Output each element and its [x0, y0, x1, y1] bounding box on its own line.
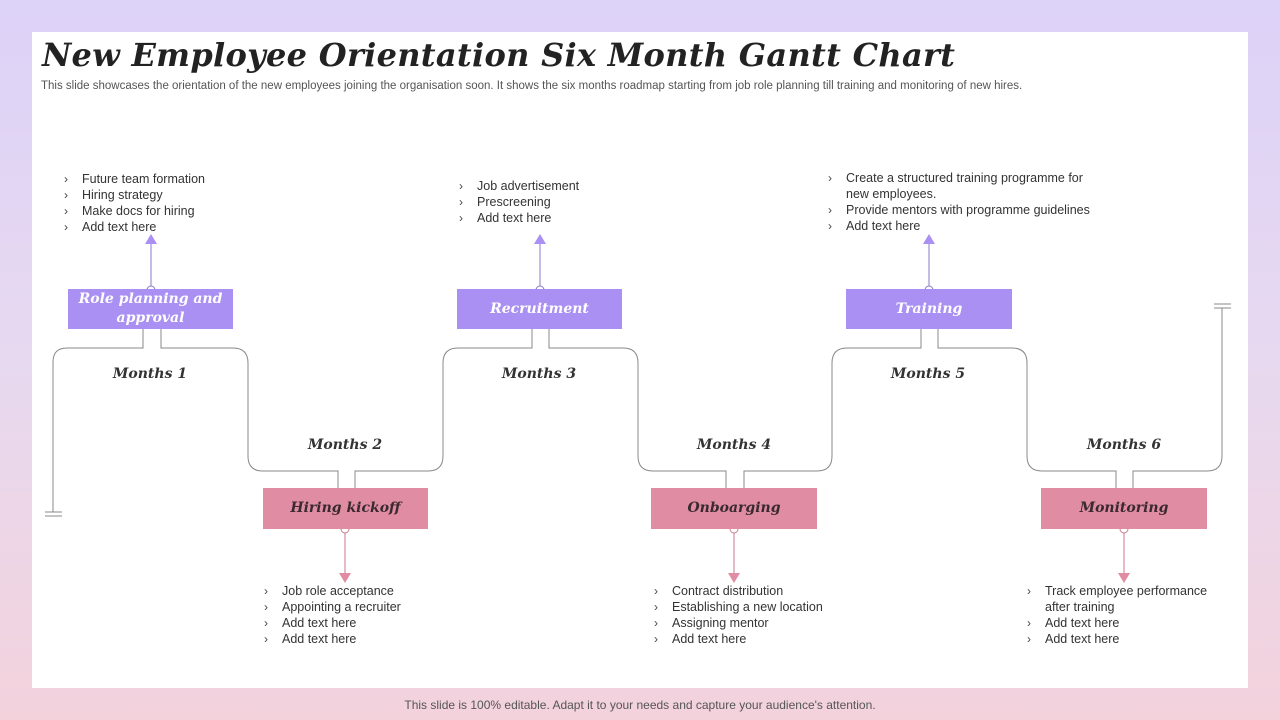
milestone-5-bullets: Create a structured training programme f…	[826, 170, 1116, 234]
milestone-2-arrow	[339, 573, 351, 583]
list-item: Job role acceptance	[262, 583, 472, 599]
list-item: Assigning mentor	[652, 615, 872, 631]
milestone-2-bullets: Job role acceptance Appointing a recruit…	[262, 583, 472, 647]
list-item: Contract distribution	[652, 583, 872, 599]
milestone-2-box: Hiring kickoff	[263, 488, 428, 529]
list-item: Future team formation	[62, 171, 262, 187]
list-item: Add text here	[457, 210, 657, 226]
milestone-3-box: Recruitment	[457, 289, 622, 329]
milestone-5-month: Months 5	[890, 366, 966, 382]
list-item: Create a structured training programme f…	[826, 170, 1096, 202]
list-item: Appointing a recruiter	[262, 599, 472, 615]
list-item: Provide mentors with programme guideline…	[826, 202, 1116, 218]
milestone-1-box: Role planning and approval	[68, 289, 233, 329]
list-item: Make docs for hiring	[62, 203, 262, 219]
list-item: Add text here	[652, 631, 872, 647]
list-item: Add text here	[262, 615, 472, 631]
milestone-6-bullets: Track employee performance after trainin…	[1025, 583, 1225, 647]
list-item: Add text here	[262, 631, 472, 647]
milestone-6-arrow	[1118, 573, 1130, 583]
timeline-start-line	[52, 329, 144, 512]
slide: New Employee Orientation Six Month Gantt…	[32, 32, 1248, 688]
milestone-4-month: Months 4	[696, 437, 772, 453]
list-item: Establishing a new location	[652, 599, 872, 615]
milestone-6-box: Monitoring	[1041, 488, 1207, 529]
list-item: Job advertisement	[457, 178, 657, 194]
list-item: Add text here	[826, 218, 1116, 234]
list-item: Add text here	[1025, 615, 1225, 631]
milestone-5-arrow	[923, 234, 935, 244]
milestone-6-month: Months 6	[1086, 437, 1162, 453]
page-title: New Employee Orientation Six Month Gantt…	[42, 36, 956, 74]
milestone-5-box: Training	[846, 289, 1012, 329]
page-subtitle: This slide showcases the orientation of …	[41, 80, 1023, 92]
milestone-4-arrow	[728, 573, 740, 583]
list-item: Hiring strategy	[62, 187, 262, 203]
milestone-3-arrow	[534, 234, 546, 244]
milestone-4-box: Onboarging	[651, 488, 817, 529]
milestone-4-bullets: Contract distribution Establishing a new…	[652, 583, 872, 647]
milestone-1-arrow	[145, 234, 157, 244]
footer-note: This slide is 100% editable. Adapt it to…	[404, 698, 876, 712]
milestone-3-month: Months 3	[501, 366, 577, 382]
milestone-2-month: Months 2	[307, 437, 383, 453]
milestone-3-bullets: Job advertisement Prescreening Add text …	[457, 178, 657, 226]
timeline-end-line	[1132, 308, 1223, 488]
list-item: Prescreening	[457, 194, 657, 210]
list-item: Track employee performance after trainin…	[1025, 583, 1225, 615]
milestone-1-bullets: Future team formation Hiring strategy Ma…	[62, 171, 262, 235]
list-item: Add text here	[1025, 631, 1225, 647]
list-item: Add text here	[62, 219, 262, 235]
milestone-1-month: Months 1	[112, 366, 188, 382]
